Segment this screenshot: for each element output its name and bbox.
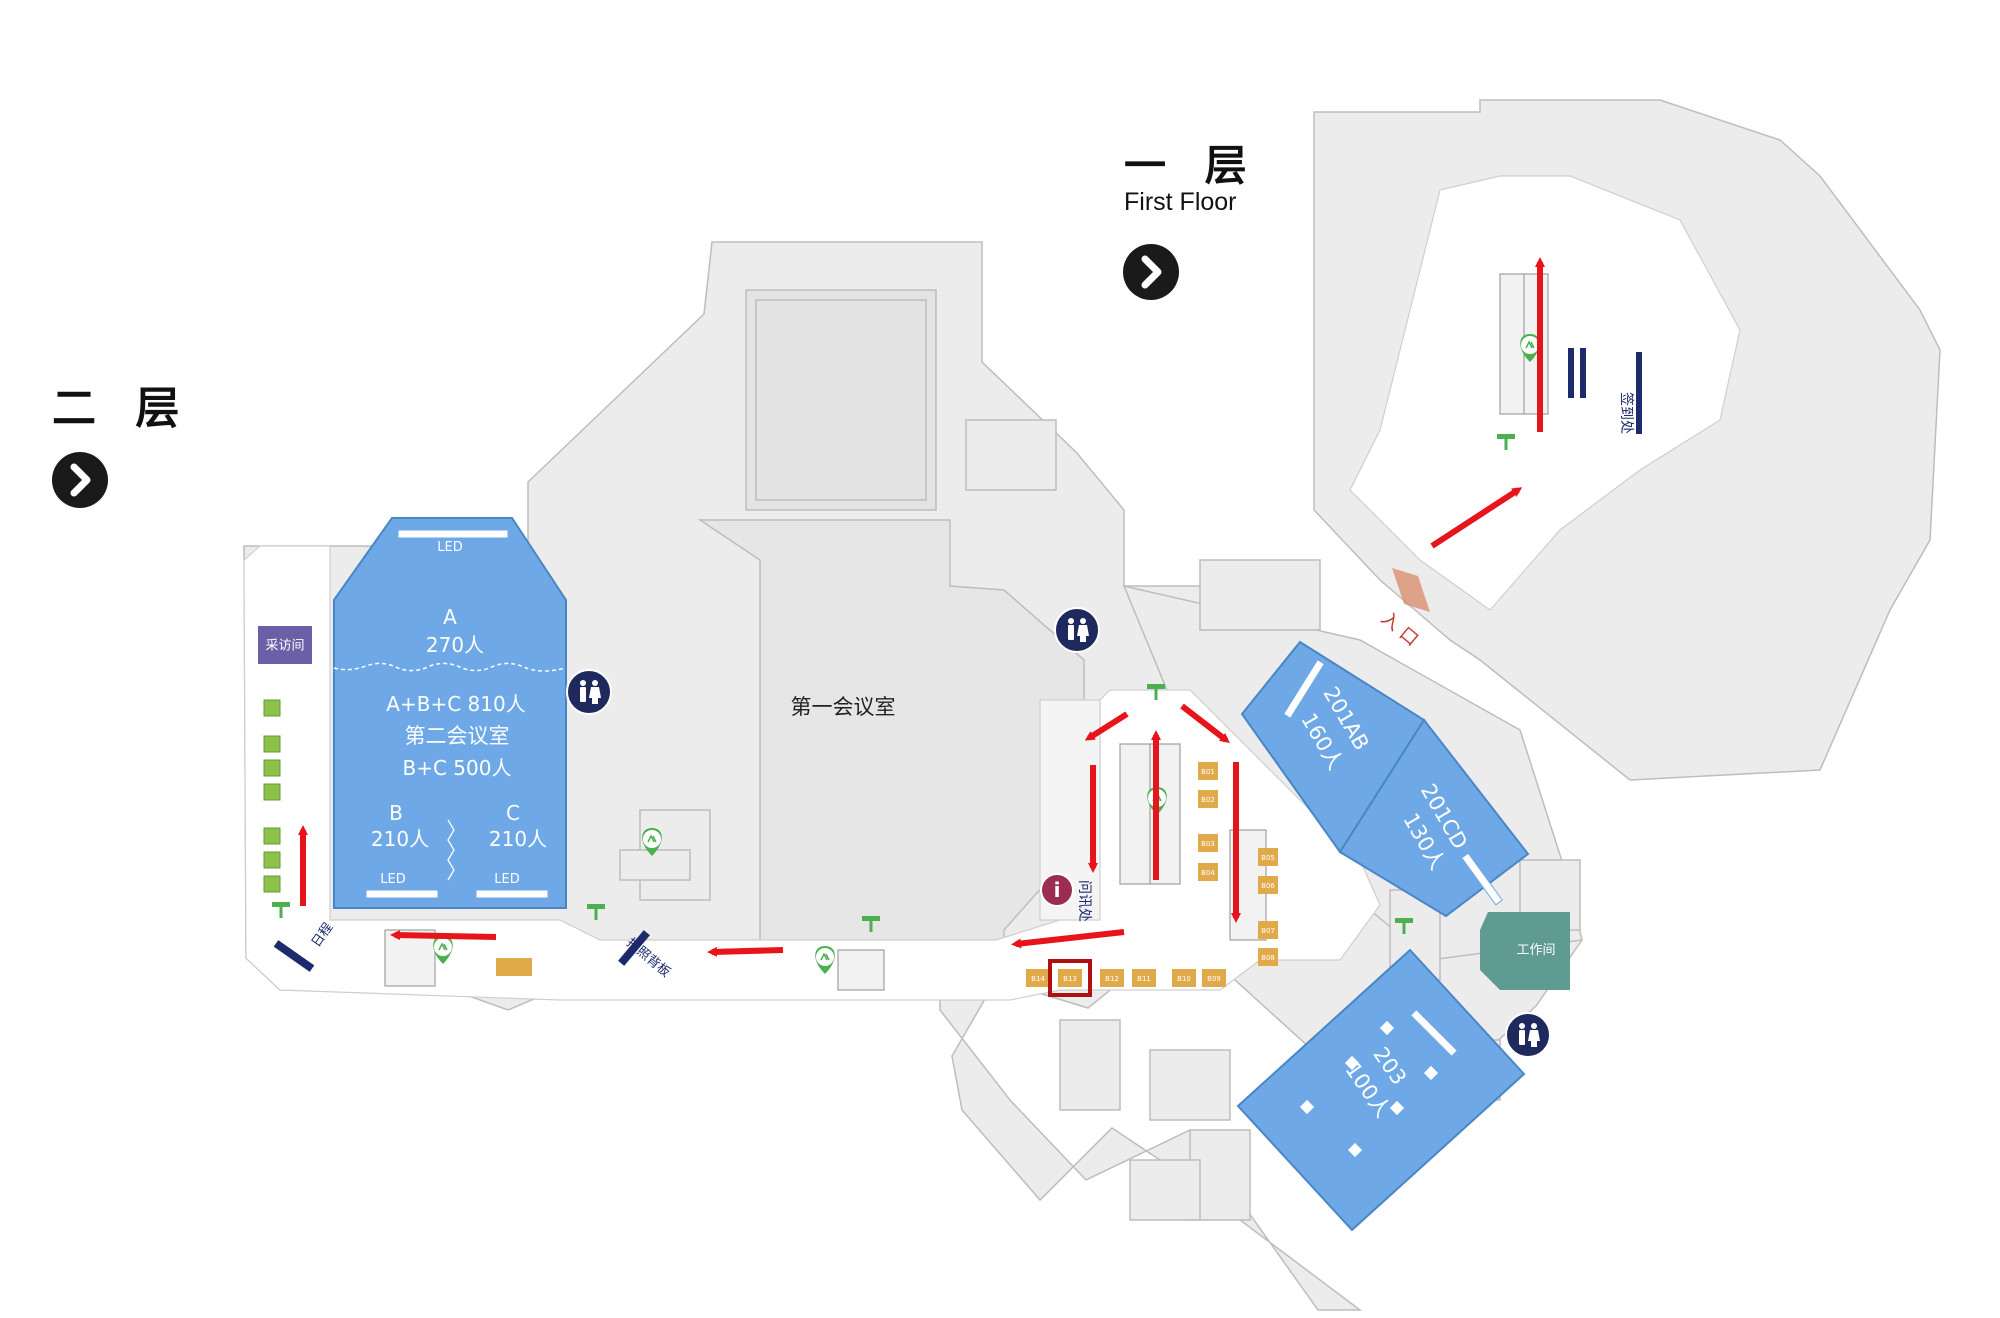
- highlighted-booth-frame: [1048, 959, 1092, 997]
- booth-extra: [496, 958, 532, 976]
- booth-b09: B09: [1202, 969, 1226, 987]
- chevron-right-icon: [70, 463, 91, 497]
- room-201cd: 201CD 130人: [1338, 718, 1530, 918]
- svg-text:B01: B01: [1201, 768, 1215, 776]
- booth-b13: B13: [1058, 969, 1082, 987]
- led-label: LED: [437, 540, 462, 555]
- hall-b-capacity: 210人: [371, 827, 429, 851]
- svg-text:B12: B12: [1105, 975, 1119, 983]
- entrance-label: 入 口: [1377, 608, 1422, 651]
- booth-b02: B02: [1198, 790, 1218, 808]
- booth-b12: B12: [1100, 969, 1124, 987]
- chevron-right-icon: [1141, 255, 1162, 289]
- svg-text:B03: B03: [1201, 840, 1215, 848]
- restroom-icon: [1505, 1012, 1551, 1058]
- hall-bc-capacity: B+C 500人: [403, 756, 512, 780]
- svg-text:B10: B10: [1177, 975, 1191, 983]
- info-desk-label: 问讯处: [1076, 880, 1092, 922]
- booth-b03: B03: [1198, 834, 1218, 852]
- svg-text:i: i: [1054, 878, 1061, 902]
- booth-b14: B14: [1026, 969, 1050, 987]
- led-label: LED: [494, 872, 519, 887]
- svg-text:B06: B06: [1261, 882, 1275, 890]
- workroom: 工作间: [1480, 912, 1570, 990]
- hall-a-capacity: 270人: [426, 633, 484, 657]
- room-203: 203 100人: [1236, 948, 1526, 1232]
- booth-b06: B06: [1258, 876, 1278, 894]
- signin-label: 签到处: [1618, 392, 1635, 434]
- svg-text:B08: B08: [1261, 954, 1275, 962]
- booth-area: B01 B02 B03 B04 B05 B06 B07 B08 B09 B10 …: [496, 762, 1278, 997]
- svg-text:B02: B02: [1201, 796, 1215, 804]
- hall-a-name: A: [443, 605, 457, 629]
- interview-room: 采访间: [258, 626, 312, 664]
- hall-c-name: C: [506, 801, 520, 825]
- first-conference-room-name: 第一会议室: [791, 695, 896, 719]
- svg-text:B04: B04: [1201, 869, 1215, 877]
- booth-b10: B10: [1172, 969, 1196, 987]
- svg-text:B07: B07: [1261, 927, 1275, 935]
- left-booth-strip: [263, 699, 281, 893]
- first-floor-subtitle: First Floor: [1124, 188, 1237, 216]
- led-label: LED: [380, 872, 405, 887]
- restroom-icon: [566, 669, 612, 715]
- restroom-icon: [1054, 607, 1100, 653]
- hall-b-name: B: [389, 801, 403, 825]
- interview-room-name: 采访间: [265, 639, 304, 654]
- hall-second-name: 第二会议室: [405, 724, 510, 748]
- second-floor-title: 二 层: [52, 383, 192, 434]
- second-conference-hall: LED LED LED A 270人 A+B+C 810人 第二会议室 B+C …: [333, 517, 567, 909]
- svg-text:B13: B13: [1063, 975, 1077, 983]
- hall-c-capacity: 210人: [489, 827, 547, 851]
- svg-text:B05: B05: [1261, 854, 1275, 862]
- first-floor-title: 一 层: [1124, 141, 1259, 190]
- info-icon: i: [1040, 873, 1074, 907]
- route-arrows: [298, 703, 1241, 957]
- svg-text:B09: B09: [1207, 975, 1221, 983]
- booth-b01: B01: [1198, 762, 1218, 780]
- hall-abc-capacity: A+B+C 810人: [386, 692, 525, 716]
- booth-b07: B07: [1258, 921, 1278, 939]
- workroom-name: 工作间: [1516, 943, 1555, 958]
- svg-text:B11: B11: [1137, 975, 1151, 983]
- svg-text:B14: B14: [1031, 975, 1045, 983]
- booth-b11: B11: [1132, 969, 1156, 987]
- first-floor-arrows: [1430, 257, 1545, 549]
- booth-b04: B04: [1198, 863, 1218, 881]
- booth-b05: B05: [1258, 848, 1278, 866]
- room-201ab: 201AB 160人: [1240, 640, 1426, 854]
- booth-b08: B08: [1258, 948, 1278, 966]
- second-floor-nav-button[interactable]: [52, 452, 108, 508]
- first-floor-signboards: 签到处: [1568, 348, 1642, 434]
- first-floor-nav-button[interactable]: [1123, 244, 1179, 300]
